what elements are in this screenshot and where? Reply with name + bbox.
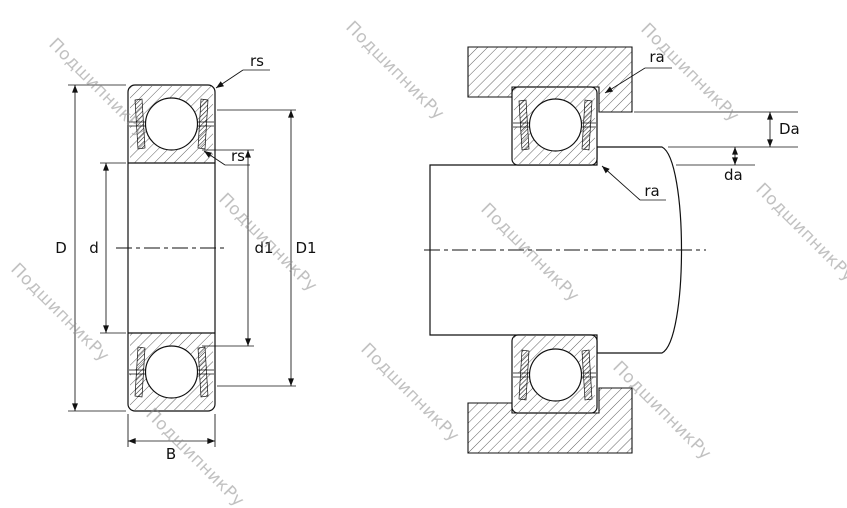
ball-bottom bbox=[144, 345, 199, 399]
left-view-dimensions: D d d1 D1 B rs rs bbox=[55, 52, 316, 463]
mounted-bearing-top bbox=[511, 86, 598, 166]
label-D1: D1 bbox=[295, 239, 316, 257]
right-view-dimensions: ra ra Da da bbox=[601, 48, 800, 201]
leader-line-rs-outer bbox=[215, 69, 244, 89]
shield-bottom-left bbox=[134, 346, 146, 398]
watermark-text: ПодшипникРу bbox=[356, 339, 463, 446]
shield-left bbox=[518, 349, 530, 401]
watermark-text: ПодшипникРу bbox=[636, 19, 743, 126]
leader-line-ra-housing bbox=[604, 67, 646, 94]
label-da: da bbox=[724, 166, 743, 184]
label-ra-shaft: ra bbox=[644, 182, 659, 200]
label-rs-inner: rs bbox=[231, 147, 245, 165]
label-ra-housing: ra bbox=[649, 48, 664, 66]
right-view-mounting-section bbox=[424, 46, 706, 454]
watermark-text: ПодшипникРу bbox=[751, 179, 847, 286]
shield-bottom-right bbox=[197, 346, 209, 398]
label-rs-outer: rs bbox=[250, 52, 264, 70]
housing-bottom bbox=[467, 387, 633, 454]
shield-right bbox=[581, 349, 593, 401]
watermark-text: ПодшипникРу bbox=[6, 259, 113, 366]
ball bbox=[528, 98, 583, 152]
shield-top-left bbox=[134, 98, 146, 150]
ball bbox=[528, 348, 583, 402]
shaft bbox=[429, 146, 683, 354]
leader-line-ra-shaft bbox=[601, 165, 641, 201]
leader-line-rs-inner bbox=[203, 150, 226, 166]
label-d1: d1 bbox=[254, 239, 273, 257]
ball-top bbox=[144, 97, 199, 151]
watermark-text: ПодшипникРу bbox=[141, 404, 248, 508]
label-d: d bbox=[89, 239, 99, 257]
mounted-bearing-bottom bbox=[511, 334, 598, 414]
housing-top bbox=[467, 46, 633, 113]
watermark-text: ПодшипникРу bbox=[341, 17, 448, 124]
label-D: D bbox=[55, 239, 67, 257]
shield-left bbox=[518, 99, 530, 151]
shield-right bbox=[581, 99, 593, 151]
label-Da: Da bbox=[779, 120, 800, 138]
label-B: B bbox=[166, 445, 176, 463]
shield-top-right bbox=[197, 98, 209, 150]
left-view-bearing-section bbox=[116, 84, 227, 412]
